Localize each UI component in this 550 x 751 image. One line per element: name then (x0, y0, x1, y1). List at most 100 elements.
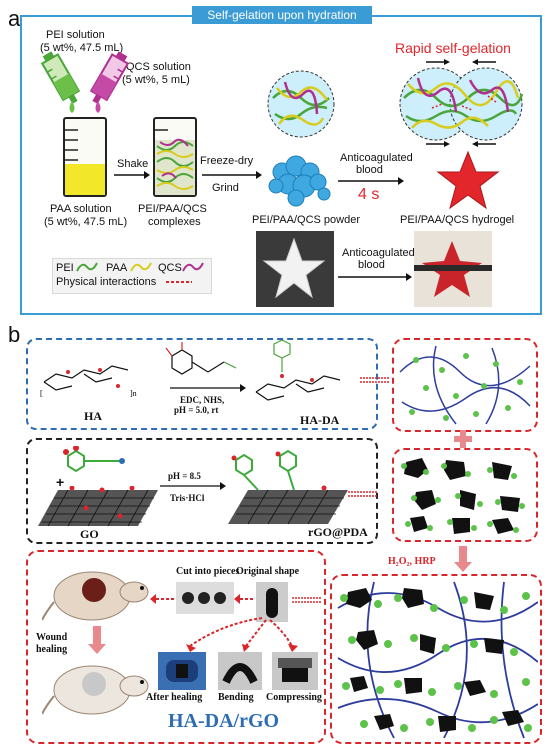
left-red-arrow-icon (150, 594, 176, 604)
h2o2-hrp-label: H₂O₂, HRP (388, 556, 436, 567)
paa-conc-label: (5 wt%, 47.5 mL) (44, 216, 128, 228)
reaction-arrow-2-icon (160, 482, 226, 490)
bending-photo (218, 652, 262, 690)
physical-dash-icon (166, 281, 192, 283)
gloved-hand-icon (166, 660, 198, 682)
hydrogel-label: PEI/PAA/QCS hydrogel (400, 214, 515, 226)
down-arrow-icon (454, 546, 472, 572)
powder-star-photo (256, 231, 334, 307)
white-star-icon (262, 237, 326, 299)
qcs-wave-icon (182, 262, 204, 272)
rgo-pda-label: rGO@PDA (308, 525, 368, 539)
go-sheet-icon (38, 486, 158, 527)
final-network-icon (337, 581, 538, 739)
panel-b-label: b (8, 322, 21, 347)
plus-icon (454, 430, 472, 448)
ha-da-label: HA-DA (300, 413, 340, 427)
dopamine-small-icon (63, 446, 125, 473)
equals-dash-1-icon (360, 377, 390, 383)
photo-anticoagulated-label-2: blood (358, 259, 385, 271)
grind-label: Grind (212, 182, 239, 194)
curved-arrows-icon (186, 617, 298, 652)
complexes-label-1: PEI/PAA/QCS (138, 203, 207, 215)
ph-label: pH = 8.5 (168, 471, 201, 481)
svg-text:[: [ (40, 389, 43, 398)
panel-a-header: Self-gelation upon hydration (192, 6, 372, 24)
legend-physical-label: Physical interactions (56, 276, 157, 288)
rgo-pda-network-icon (401, 458, 525, 534)
qcs-solution-label: QCS solution (126, 61, 191, 73)
legend-paa-label: PAA (106, 262, 128, 274)
legend-qcs-label: QCS (158, 262, 182, 274)
pieces-icon (182, 592, 226, 604)
powder-label: PEI/PAA/QCS powder (252, 214, 361, 226)
pei-conc-label: (5 wt%, 47.5 mL) (40, 42, 124, 54)
applications-frame (26, 550, 326, 744)
hydrogel-star-icon (436, 150, 500, 210)
anticoagulated-label-1: Anticoagulated (340, 152, 413, 164)
rgo-pda-network-frame (392, 448, 538, 542)
red-star-photo (414, 231, 492, 307)
ha-da-structure-icon (255, 340, 341, 401)
shake-arrow-icon (114, 171, 150, 179)
cut-label: Cut into pieces (176, 566, 240, 577)
anticoagulated-label-2: blood (356, 164, 383, 176)
panel-a-label: a (8, 6, 21, 31)
wound-label-2: healing (36, 644, 68, 655)
rgo-pda-sheet-icon (228, 449, 348, 525)
paa-wave-icon (130, 262, 152, 272)
composite-title: HA-DA/rGO (168, 710, 280, 732)
original-shape-label: Original shape (236, 566, 300, 577)
blood-arrow-icon (338, 177, 404, 185)
legend-box (52, 258, 212, 294)
final-network-frame (330, 574, 542, 744)
complexes-label-2: complexes (148, 216, 201, 228)
ha-da-network-icon (399, 345, 531, 425)
wound-label-1: Wound (36, 632, 68, 643)
paa-solution-label: PAA solution (50, 203, 112, 215)
time-label: 4 s (358, 186, 380, 203)
ha-structure-icon: [ ]n (40, 365, 137, 398)
cut-pieces-photo (176, 582, 234, 614)
powder-icon (268, 155, 331, 207)
after-healing-label: After healing (146, 692, 203, 703)
cut-arrow-icon (234, 594, 254, 604)
equals-dash-2-icon (348, 491, 378, 497)
qcs-conc-label: (5 wt%, 5 mL) (122, 74, 190, 86)
shake-label: Shake (117, 158, 149, 170)
dopamine-icon (165, 342, 237, 375)
ha-label: HA (84, 409, 102, 423)
merging-networks-icon (399, 59, 524, 147)
original-shape-photo (256, 582, 288, 622)
tris-label: Tris·HCl (170, 493, 205, 503)
legend-pei-label: PEI (56, 262, 74, 274)
syringes-illustration (40, 51, 130, 113)
freeze-dry-label: Freeze-dry (200, 155, 254, 167)
bending-label: Bending (218, 692, 254, 703)
magenta-drop-icon (95, 101, 101, 113)
reagents-label-2: pH = 5.0, rt (174, 405, 219, 415)
qcs-syringe-icon (89, 51, 130, 104)
pei-syringe-icon (40, 51, 81, 104)
reaction-arrow-1-icon (170, 384, 246, 392)
rgo-pda-synthesis-frame (26, 438, 378, 544)
rapid-self-gelation-title: Rapid self-gelation (395, 40, 511, 56)
bent-gel-icon (222, 663, 258, 684)
mouse-healed-icon (42, 665, 149, 715)
pei-wave-icon (76, 262, 98, 272)
plus-sign-label: + (56, 474, 65, 490)
photo-arrow-icon (338, 273, 412, 281)
red-hydrogel-star-icon (414, 241, 492, 297)
network-circle-icon (267, 70, 335, 138)
mouse-wound-icon (42, 571, 149, 621)
after-healing-photo (158, 652, 206, 690)
photo-anticoagulated-label-1: Anticoagulated (342, 247, 415, 259)
healing-arrow-icon (88, 626, 106, 654)
compressing-label: Compressing (266, 692, 322, 703)
green-drop-icon (69, 101, 75, 113)
compressing-photo (272, 652, 318, 690)
compressed-gel-icon (278, 658, 312, 682)
reagents-label-1: EDC, NHS, (180, 395, 225, 405)
svg-text:]n: ]n (130, 389, 137, 398)
pei-solution-label: PEI solution (46, 29, 105, 41)
